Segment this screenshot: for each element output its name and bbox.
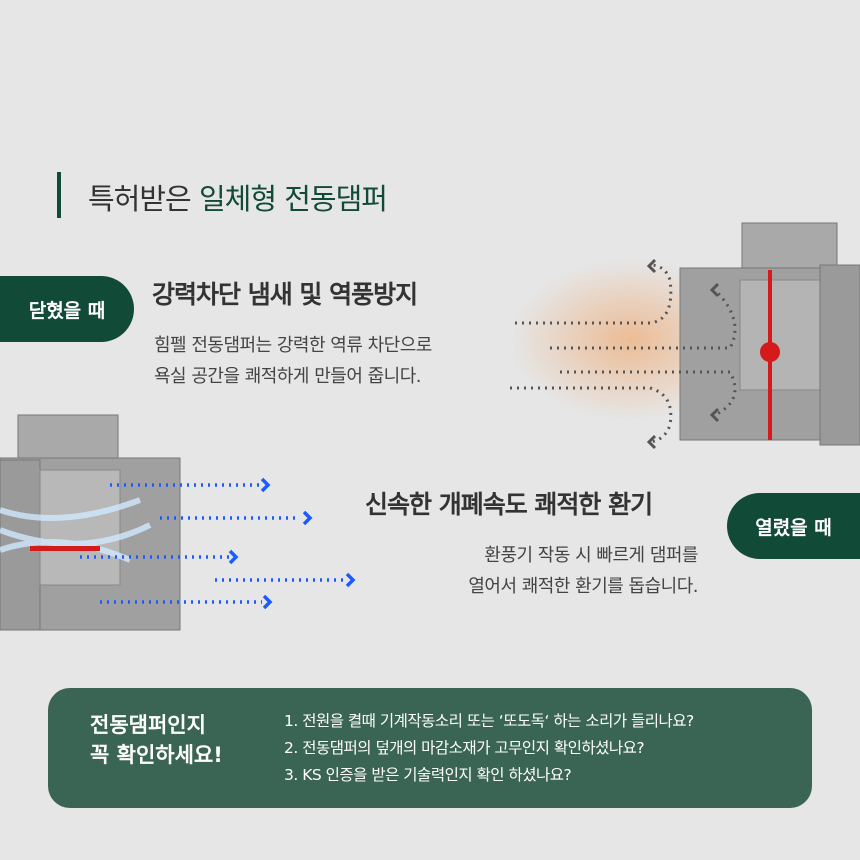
- airflow-lines: [0, 497, 152, 563]
- damper-flap-open: [30, 546, 100, 551]
- closed-damper-illustration: [510, 222, 860, 450]
- arrow-right-icon: [228, 549, 239, 565]
- arrow-right-icon: [262, 594, 273, 610]
- closed-badge: 닫혔을 때: [0, 276, 134, 342]
- arrow-left-icon: [709, 407, 720, 423]
- arrow-left-icon: [646, 258, 657, 274]
- open-heading: 신속한 개폐속도 쾌적한 환기: [365, 490, 653, 519]
- arrow-left-icon: [709, 282, 720, 298]
- damper-motor-box: [741, 222, 838, 272]
- arrow-right-icon: [260, 477, 271, 493]
- arrow-right-icon: [302, 510, 313, 526]
- check-item: 1. 전원을 켤때 기계작동소리 또는 ‘또도독‘ 하는 소리가 들리나요?: [284, 712, 694, 730]
- open-damper-illustration: [0, 414, 356, 631]
- damper-motor-box: [17, 414, 119, 464]
- arrow-right-icon: [345, 572, 356, 588]
- closed-heading: 강력차단 냄새 및 역풍방지: [152, 280, 418, 309]
- check-list: 1. 전원을 켤때 기계작동소리 또는 ‘또도독‘ 하는 소리가 들리나요? 2…: [284, 708, 694, 789]
- title-accent-bar: [57, 172, 61, 218]
- check-item: 2. 전동댐퍼의 덮개의 마감소재가 고무인지 확인하셨나요?: [284, 739, 645, 757]
- arrow-left-icon: [646, 434, 657, 450]
- check-box: [48, 688, 812, 808]
- open-badge: 열렸을 때: [727, 493, 860, 559]
- page-title: 특허받은 일체형 전동댐퍼: [88, 182, 388, 216]
- check-item: 3. KS 인증을 받은 기술력인지 확인 하셨나요?: [284, 766, 572, 784]
